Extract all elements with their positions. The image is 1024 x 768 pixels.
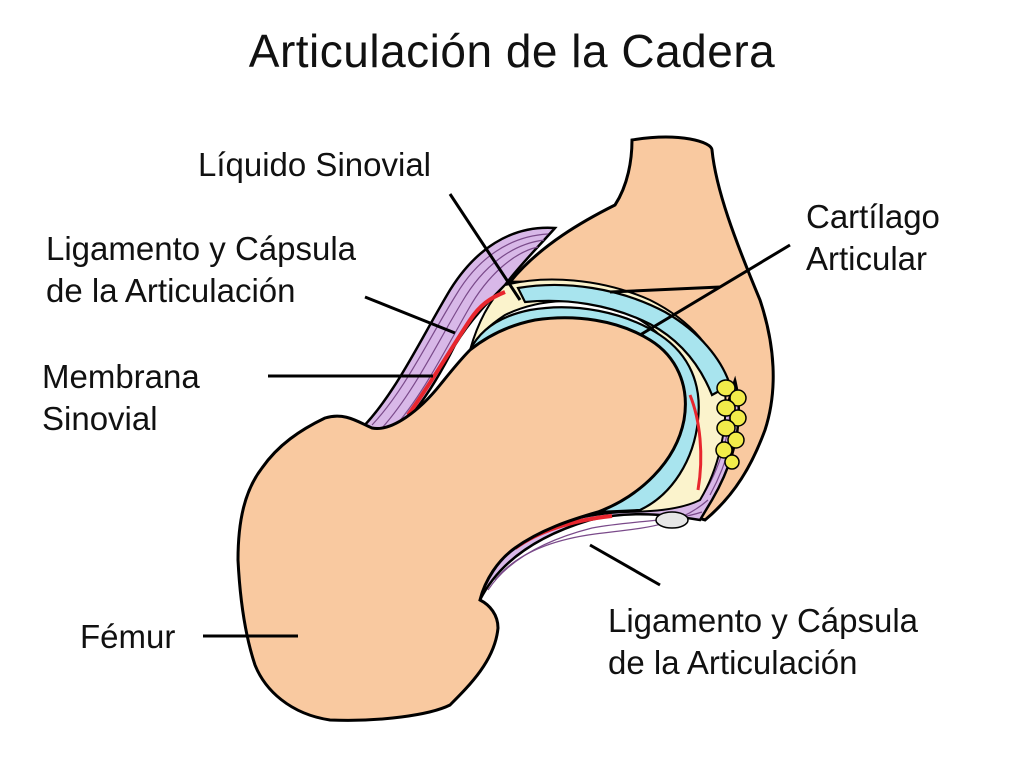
leader-cartilago-branch (609, 285, 721, 294)
label-membrana-line1: Membrana (42, 358, 200, 395)
label-ligamento-lower-line1: Ligamento y Cápsula (608, 602, 919, 639)
synovial-membrane-upper (406, 290, 506, 417)
label-ligamento-upper: Ligamento y Cápsula de la Articulación (46, 228, 356, 312)
label-liquido-sinovial: Líquido Sinovial (198, 144, 431, 186)
label-femur-text: Fémur (80, 618, 176, 655)
leader-lines (203, 193, 791, 638)
synovial-membrane-right (688, 394, 703, 491)
label-liquido-sinovial-text: Líquido Sinovial (198, 146, 431, 183)
label-ligamento-upper-line1: Ligamento y Cápsula (46, 230, 357, 267)
label-femur: Fémur (80, 616, 175, 658)
label-membrana-sinovial: Membrana Sinovial (42, 356, 200, 440)
leader-cartilago (639, 243, 791, 337)
label-cartilago-line1: Cartílago (806, 198, 940, 235)
label-membrana-line2: Sinovial (42, 400, 158, 437)
leader-ligamento-upper (364, 295, 456, 335)
page-title: Articulación de la Cadera (248, 25, 776, 77)
label-ligamento-upper-line2: de la Articulación (46, 272, 296, 309)
label-cartilago-articular: Cartílago Articular (806, 196, 940, 280)
leader-liquido (448, 193, 522, 301)
label-cartilago-line2: Articular (806, 240, 928, 277)
fat-pad (715, 379, 747, 470)
femur-bone (236, 316, 687, 722)
label-ligamento-lower-line2: de la Articulación (608, 644, 858, 681)
capsule-fibers-upper (371, 233, 549, 431)
label-ligamento-lower: Ligamento y Cápsula de la Articulación (608, 600, 918, 684)
ligament-knob (655, 511, 689, 529)
leader-ligamento-lower (589, 543, 661, 587)
